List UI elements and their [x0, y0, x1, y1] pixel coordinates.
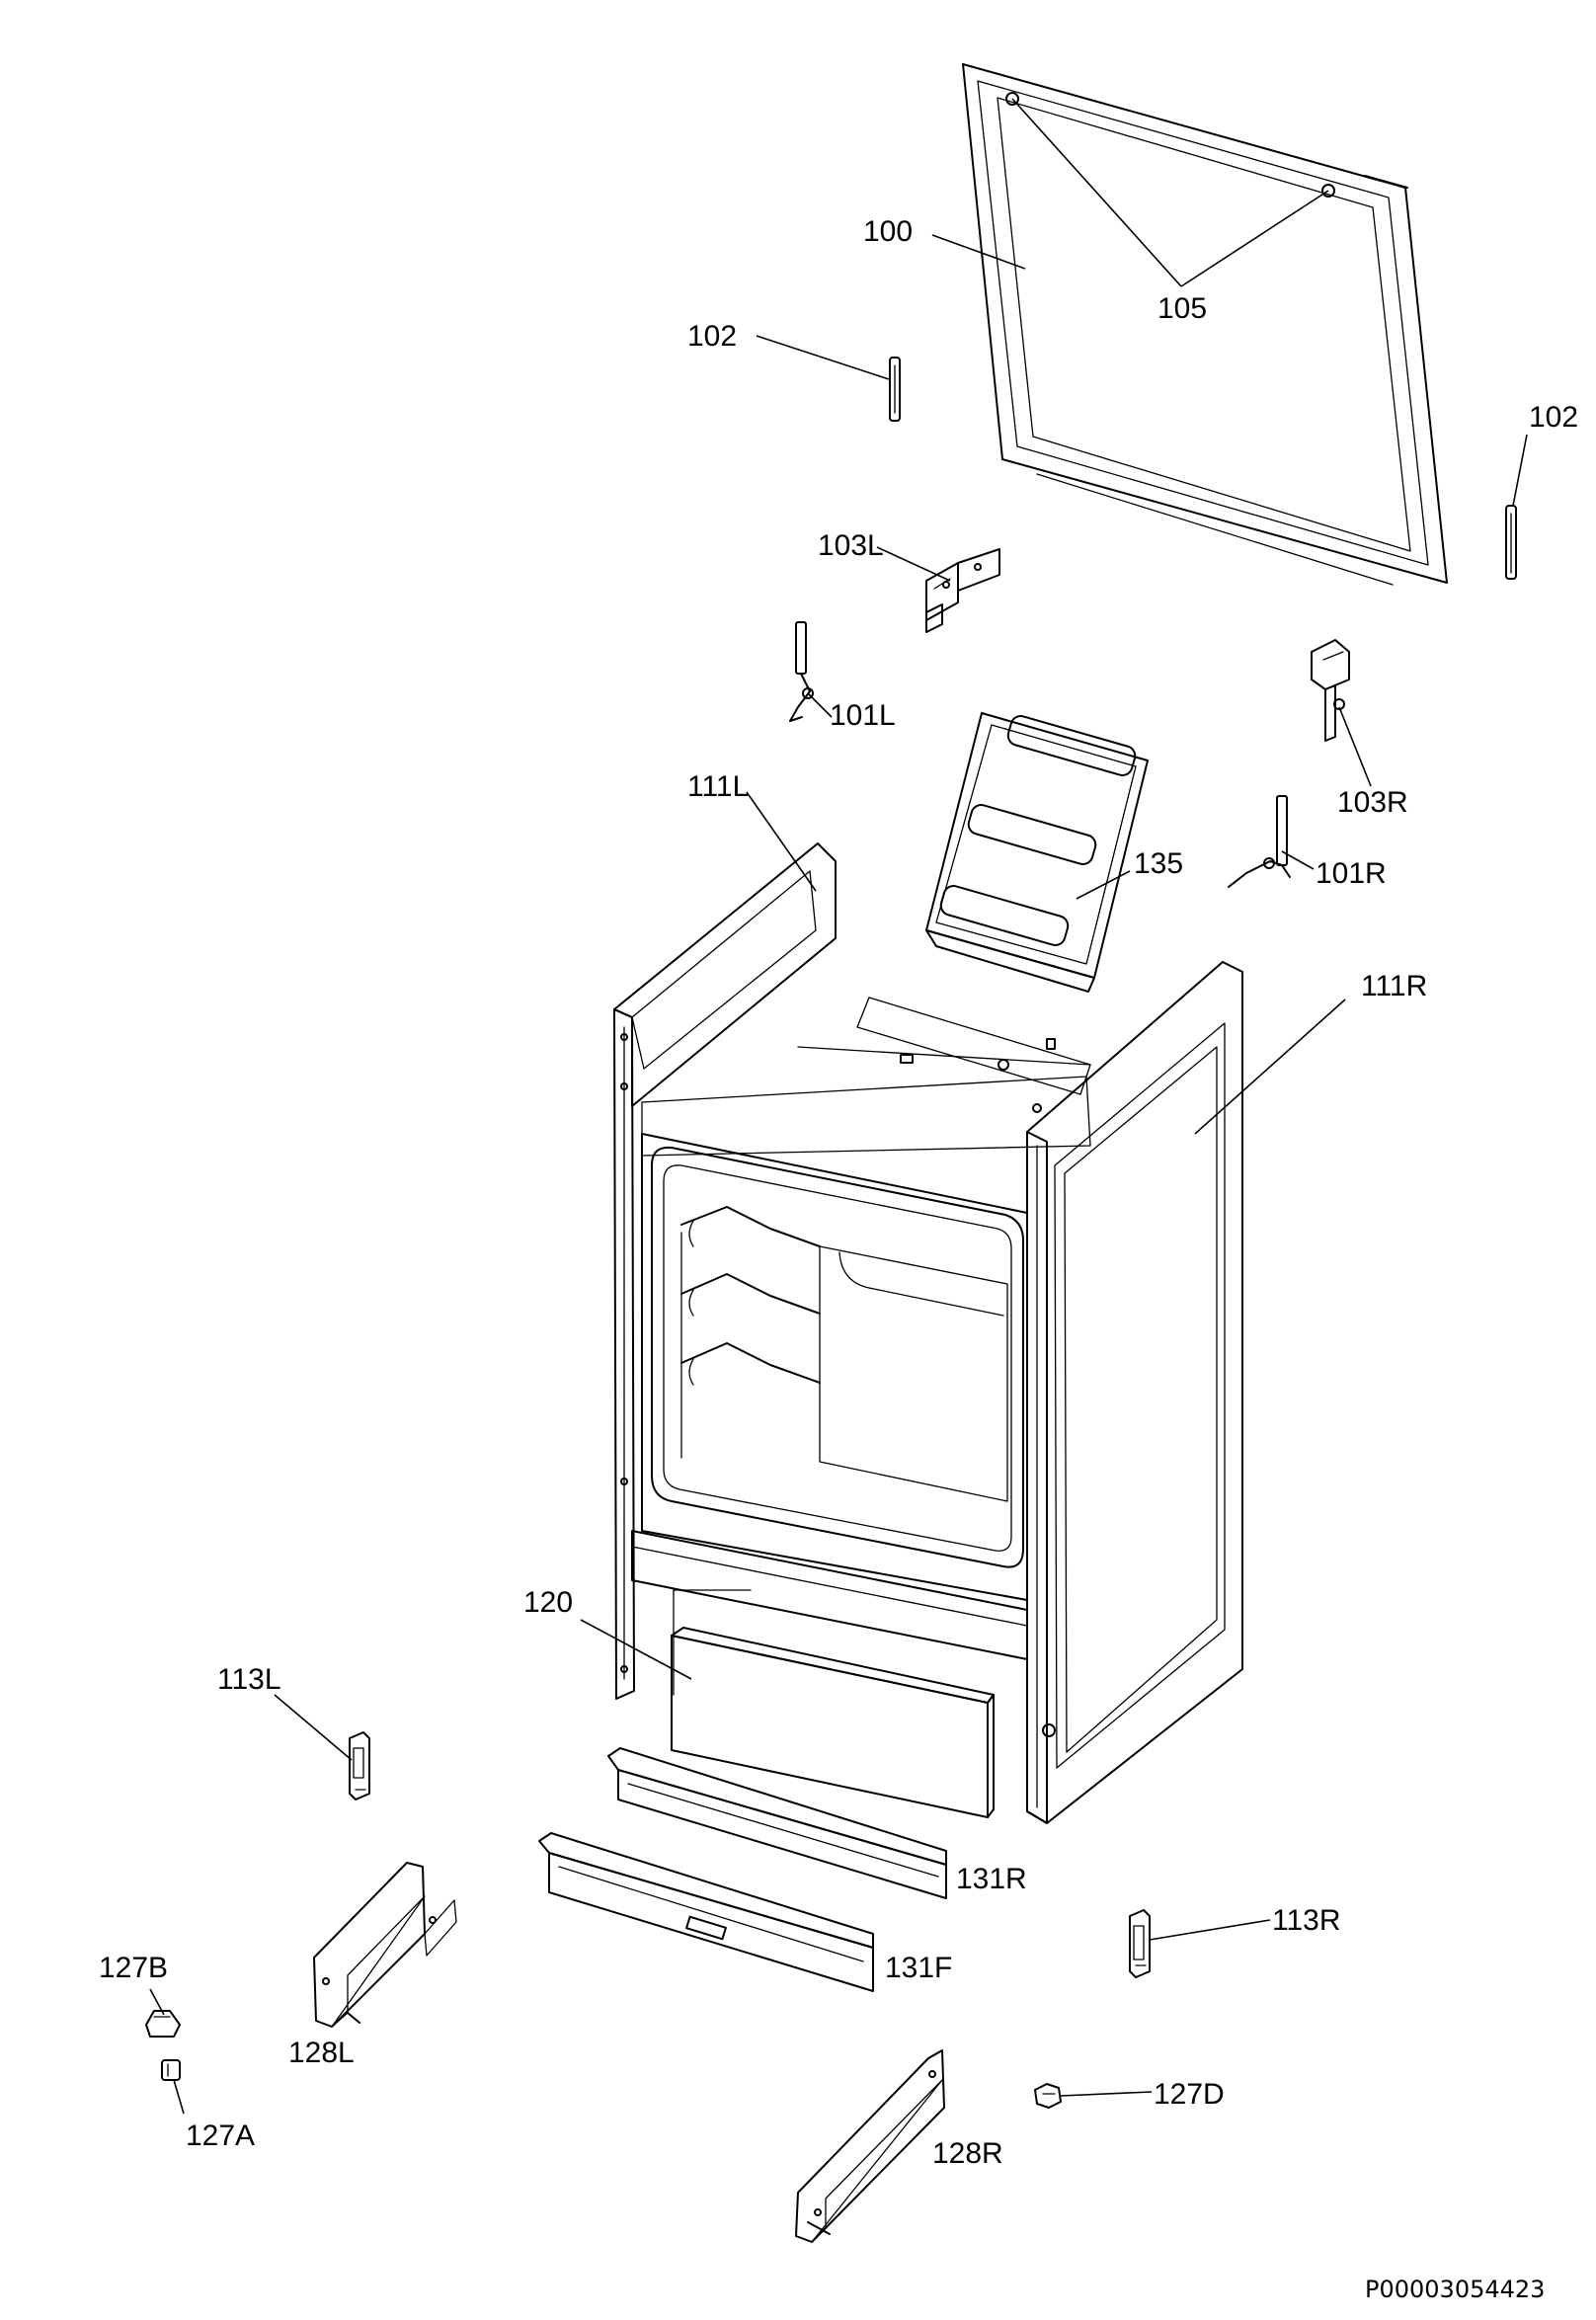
part-103R-hinge-bracket	[1311, 639, 1350, 742]
leader-lines	[149, 98, 1528, 2115]
label-101L: 101L	[830, 699, 896, 732]
label-135: 135	[1134, 847, 1183, 880]
label-127D: 127D	[1154, 2078, 1225, 2111]
part-127D-clip	[1034, 2083, 1062, 2109]
label-127A: 127A	[186, 2120, 255, 2152]
label-111R: 111R	[1361, 970, 1427, 1002]
label-105: 105	[1157, 292, 1207, 325]
main-cabinet-body	[613, 842, 1243, 1824]
document-id: P00003054423	[1365, 2276, 1545, 2303]
label-127B: 127B	[99, 1952, 168, 1984]
part-120-drawer-panel	[671, 1627, 995, 1818]
label-131R: 131R	[956, 1863, 1027, 1895]
part-102-left-pin	[889, 357, 901, 422]
part-101R-hinge-arm	[1228, 795, 1291, 888]
label-120: 120	[523, 1586, 573, 1619]
label-101R: 101R	[1316, 857, 1387, 890]
part-128L-left-runner	[313, 1862, 457, 2028]
part-131R-rear-rail	[607, 1747, 947, 1899]
label-113L: 113L	[217, 1663, 281, 1696]
label-102-right: 102	[1529, 401, 1578, 434]
part-135-shelf-panel	[925, 712, 1149, 993]
label-103L: 103L	[818, 529, 884, 562]
part-128R-right-runner	[795, 2049, 945, 2243]
part-113R-bracket	[1129, 1909, 1151, 1978]
label-131F: 131F	[885, 1952, 952, 1984]
label-128R: 128R	[932, 2137, 1003, 2170]
part-102-right-pin	[1505, 505, 1517, 580]
label-103R: 103R	[1337, 786, 1408, 819]
label-128L: 128L	[288, 2037, 355, 2069]
part-103L-hinge-bracket	[925, 548, 1000, 633]
label-102-left: 102	[687, 320, 737, 353]
callout-labels: 100 105 102 102 103L 101L 103R 111L 135 …	[99, 215, 1578, 2170]
part-100-lid	[962, 63, 1448, 586]
part-127B-clip	[145, 2010, 181, 2038]
part-127A-block	[161, 2059, 181, 2081]
label-111L: 111L	[687, 770, 749, 803]
label-113R: 113R	[1272, 1904, 1341, 1937]
part-131F-front-rail	[538, 1832, 874, 1992]
part-101L-hinge-arm	[789, 621, 814, 722]
label-100: 100	[863, 215, 913, 248]
part-113L-bracket	[349, 1731, 370, 1800]
